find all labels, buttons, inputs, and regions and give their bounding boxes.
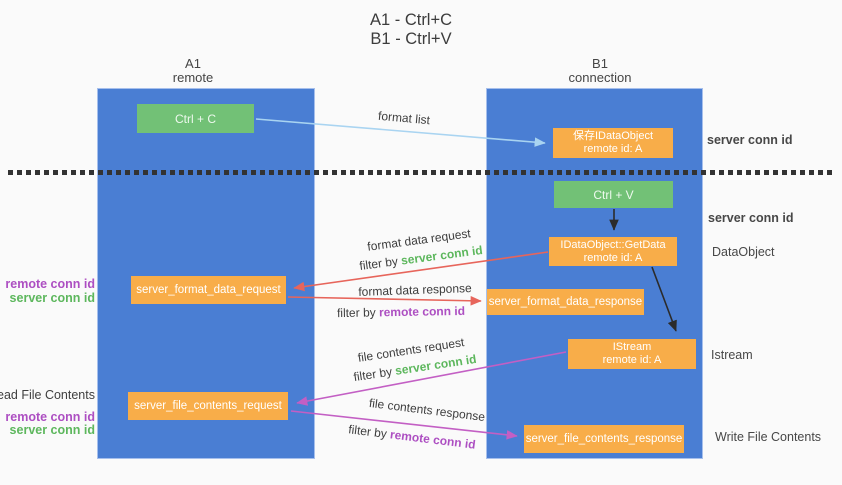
write-file-contents-annotation: Write File Contents	[715, 430, 822, 444]
format-data-response-label: format data response	[358, 281, 472, 299]
filter-by-text: filter by	[347, 422, 392, 442]
ctrl-c-box: Ctrl + C	[137, 104, 254, 133]
column-a-header: A1 remote	[123, 57, 263, 85]
remote-conn-id-text: remote conn id	[378, 303, 466, 320]
server-format-data-request-label: server_format_data_request	[136, 284, 281, 296]
ctrl-c-label: Ctrl + C	[174, 111, 216, 126]
left-conn-id-block-file: Read File Contents remote conn id server…	[0, 388, 95, 438]
format-list-label: format list	[377, 108, 431, 128]
column-b-name: B1	[592, 56, 608, 71]
save-idataobject-box: 保存IDataObject remote id: A	[553, 128, 673, 158]
column-b-header: B1 connection	[530, 57, 670, 85]
getdata-line2: remote id: A	[583, 251, 643, 264]
istream-box: IStream remote id: A	[568, 339, 696, 369]
file-contents-response-label: file contents response	[368, 395, 486, 425]
ctrl-v-label: Ctrl + V	[593, 187, 634, 202]
title-line-2: B1 - Ctrl+V	[370, 30, 452, 48]
save-idataobject-line1: 保存IDataObject	[572, 130, 654, 142]
server-file-contents-response-box: server_file_contents_response	[524, 425, 684, 453]
read-file-contents-annotation: Read File Contents	[0, 388, 95, 402]
remote-conn-id-text: remote conn id	[5, 409, 95, 424]
server-file-contents-response-label: server_file_contents_response	[525, 433, 683, 445]
dataobject-annotation: DataObject	[712, 245, 775, 259]
istream-line1: IStream	[612, 341, 652, 353]
left-conn-id-block-format: remote conn id server conn id	[5, 277, 95, 305]
column-b-subtitle: connection	[568, 70, 632, 85]
ctrl-v-box: Ctrl + V	[554, 181, 673, 208]
filter-by-text: filter by	[358, 253, 403, 274]
getdata-box: IDataObject::GetData remote id: A	[549, 237, 677, 266]
remote-conn-id-text: remote conn id	[389, 427, 477, 452]
session-separator-line	[8, 170, 832, 175]
getdata-line1: IDataObject::GetData	[560, 238, 666, 251]
server-file-contents-request-label: server_file_contents_request	[134, 400, 282, 412]
istream-annotation: Istream	[711, 348, 753, 362]
server-format-data-response-label: server_format_data_response	[488, 296, 643, 308]
save-idataobject-line2: remote id: A	[583, 143, 643, 155]
server-file-contents-request-box: server_file_contents_request	[128, 392, 288, 420]
filter-by-text: filter by	[352, 364, 397, 385]
format-data-response-filter-label: filter by remote conn id	[337, 304, 465, 320]
column-a-subtitle: remote	[172, 70, 214, 85]
server-conn-id-annotation-mid: server conn id	[708, 211, 794, 225]
column-a-name: A1	[185, 56, 201, 71]
server-format-data-request-box: server_format_data_request	[131, 276, 286, 304]
server-conn-id-text: server conn id	[9, 423, 95, 437]
remote-conn-id-text: remote conn id	[5, 277, 95, 291]
server-format-data-response-box: server_format_data_response	[487, 289, 644, 315]
filter-by-text: filter by	[336, 305, 380, 321]
server-conn-id-text: server conn id	[9, 290, 95, 305]
file-contents-response-filter-label: filter by remote conn id	[348, 422, 477, 451]
diagram-title: A1 - Ctrl+C B1 - Ctrl+V	[0, 11, 822, 49]
server-conn-id-annotation-top: server conn id	[707, 133, 793, 147]
istream-line2: remote id: A	[602, 354, 662, 366]
title-line-1: A1 - Ctrl+C	[369, 11, 453, 29]
